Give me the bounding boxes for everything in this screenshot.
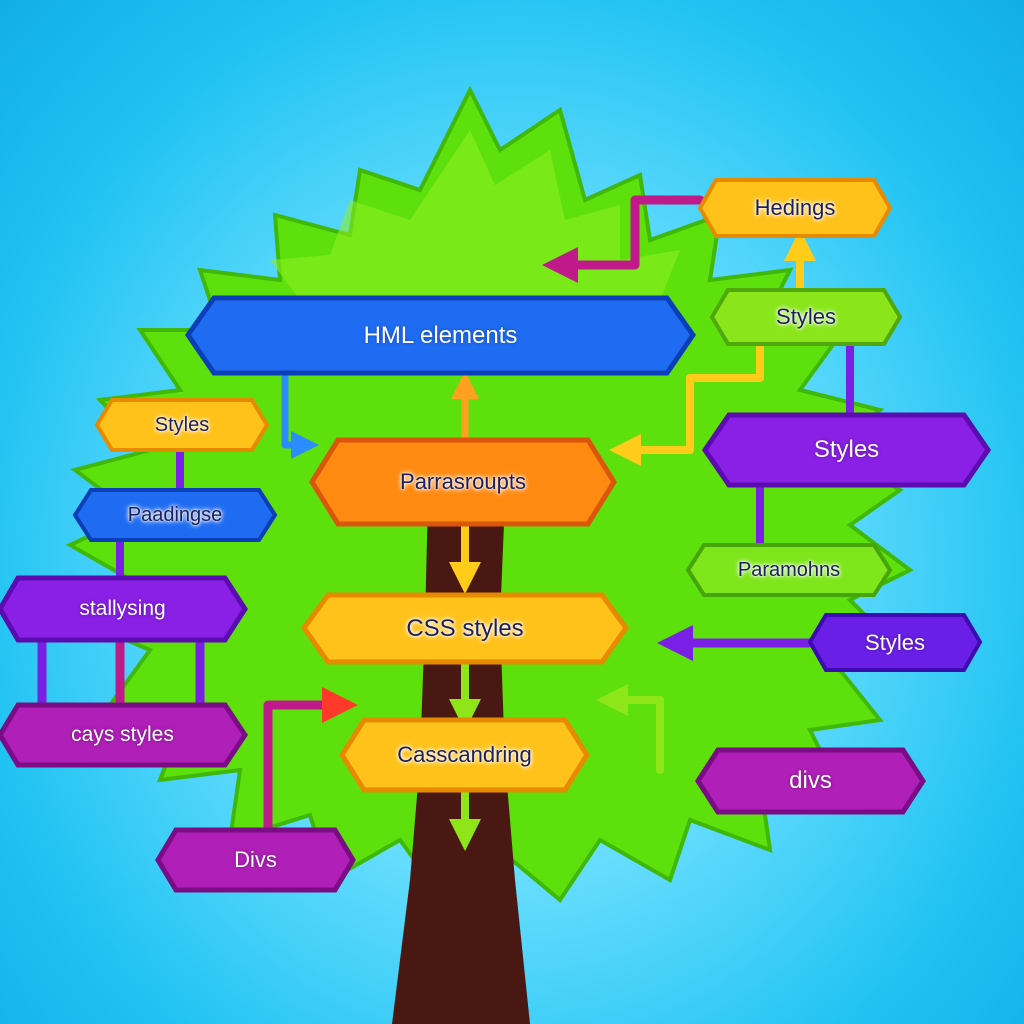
node-shape xyxy=(701,412,992,488)
arrow-styles-to-paragraphs xyxy=(609,341,764,466)
node-shape xyxy=(0,575,248,643)
node-label: HML elements xyxy=(363,321,518,349)
node-label: Divs xyxy=(234,847,277,872)
node-shape xyxy=(339,717,590,793)
node-label: Hedings xyxy=(754,195,836,220)
node-label: Styles xyxy=(154,413,210,436)
node-shape xyxy=(155,827,356,893)
node-label: Casscandring xyxy=(397,742,532,767)
node-paramohns: Paramohns xyxy=(685,543,893,597)
node-label: CSS styles xyxy=(406,614,524,642)
node-paragraphs: Parrasroupts xyxy=(309,437,617,527)
node-styles-left: Styles xyxy=(94,398,270,452)
node-styles-bottom-right: Styles xyxy=(807,613,983,672)
arrow-headings-to-html xyxy=(542,195,705,283)
node-shape xyxy=(695,747,926,815)
node-headings: Hedings xyxy=(697,178,893,238)
node-label: divs xyxy=(789,767,832,794)
connector-arrows xyxy=(37,195,854,865)
node-styles-right-purple: Styles xyxy=(701,412,992,488)
node-stallysing: stallysing xyxy=(0,575,248,643)
node-label: Paadingse xyxy=(127,503,223,526)
node-label: Styles xyxy=(865,629,925,655)
node-label: Styles xyxy=(776,304,836,329)
node-label: stallysing xyxy=(79,597,166,620)
node-shape xyxy=(300,592,630,665)
arrow-divs-to-cascading xyxy=(596,684,664,774)
node-shape xyxy=(0,702,249,768)
node-shape xyxy=(184,295,697,376)
node-html-elements: HML elements xyxy=(184,295,697,376)
node-divs-right: divs xyxy=(695,747,926,815)
arrow-divs-up xyxy=(263,687,358,865)
node-cascading: Casscandring xyxy=(339,717,590,793)
node-shape xyxy=(807,613,983,672)
node-shape xyxy=(94,398,270,452)
node-label: Paramohns xyxy=(737,558,841,581)
node-divs-bottom-left: Divs xyxy=(155,827,356,893)
arrow-html-to-paragraphs xyxy=(281,371,319,459)
node-label: Parrasroupts xyxy=(400,469,526,494)
node-paddings: Paadingse xyxy=(72,488,278,542)
node-shape xyxy=(697,178,893,238)
node-label: Styles xyxy=(813,436,880,463)
node-label: cays styles xyxy=(71,723,174,746)
node-shape xyxy=(309,437,617,527)
node-shape xyxy=(685,543,893,597)
node-shape xyxy=(709,288,903,346)
node-styles-top-right: Styles xyxy=(709,288,903,346)
node-cays-styles: cays styles xyxy=(0,702,249,768)
node-css-styles: CSS styles xyxy=(300,592,630,665)
node-shape xyxy=(72,488,278,542)
